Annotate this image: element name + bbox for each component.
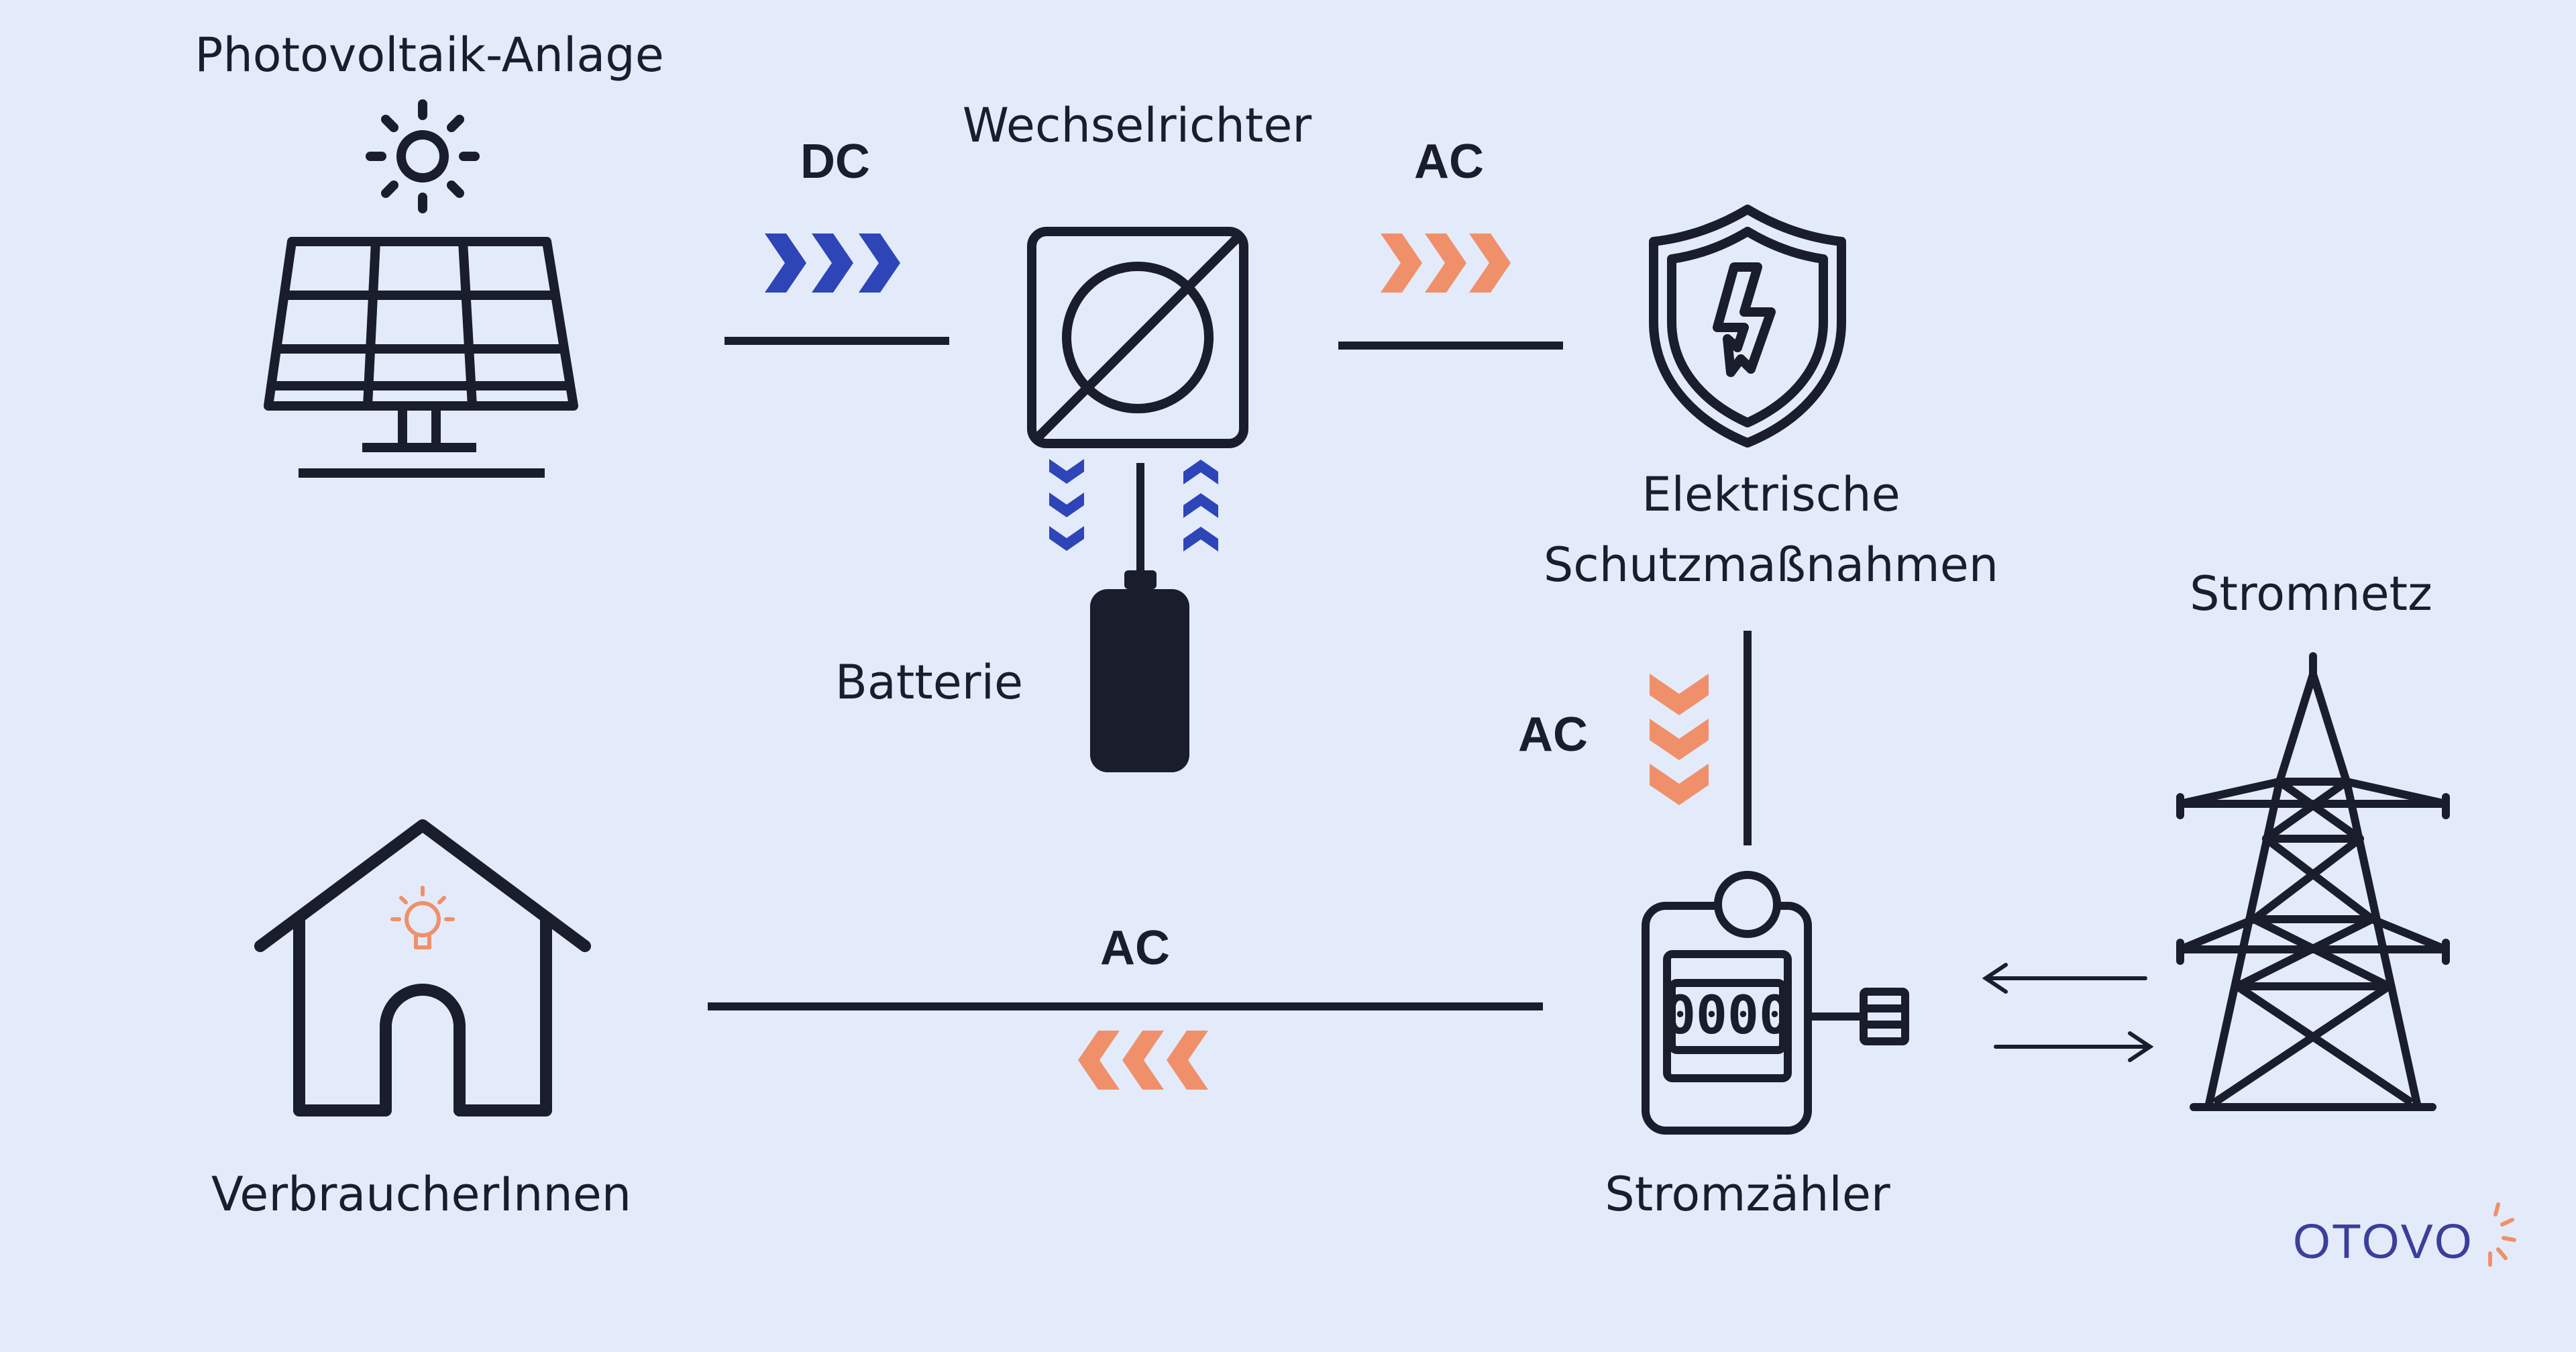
ac-flow-arrows-vertical bbox=[1650, 674, 1709, 805]
ac-flow-arrows-top bbox=[1381, 233, 1511, 293]
power-tower-icon bbox=[2176, 652, 2450, 1111]
sun-icon bbox=[366, 99, 480, 213]
solar-panel-icon bbox=[264, 237, 578, 478]
meter-display: 0000 bbox=[1664, 986, 1790, 1046]
ac-link-label-vertical: AC bbox=[1518, 708, 1588, 762]
grid-exchange-arrows bbox=[1982, 963, 2154, 1062]
lightbulb-icon bbox=[390, 886, 455, 949]
pv-label: Photovoltaik-Anlage bbox=[195, 28, 664, 83]
inverter-icon bbox=[1027, 227, 1248, 448]
shield-lightning-icon bbox=[1649, 205, 1846, 448]
protection-label-line2: Schutzmaßnahmen bbox=[1543, 537, 1999, 592]
meter-label: Stromzähler bbox=[1605, 1167, 1890, 1222]
otovo-logo: OTOVO bbox=[2293, 1215, 2473, 1269]
ac-flow-arrows-bottom bbox=[1078, 1031, 1208, 1090]
battery-label: Batterie bbox=[835, 655, 1024, 710]
grid-label: Stromnetz bbox=[2190, 566, 2432, 621]
inverter-label: Wechselrichter bbox=[962, 98, 1312, 153]
protection-label-line1: Elektrische bbox=[1642, 467, 1900, 522]
battery-icon bbox=[1090, 570, 1189, 772]
dc-flow-arrows bbox=[765, 233, 900, 293]
electricity-meter-icon bbox=[1642, 871, 1909, 1135]
ac-link-label-bottom: AC bbox=[1100, 921, 1170, 975]
battery-charge-arrows bbox=[1049, 459, 1084, 551]
consumers-label: VerbraucherInnen bbox=[211, 1167, 632, 1222]
dc-link-label: DC bbox=[800, 135, 870, 189]
otovo-logo-spark bbox=[2488, 1202, 2516, 1267]
ac-link-label-top: AC bbox=[1414, 135, 1484, 189]
house-icon bbox=[254, 819, 591, 1116]
battery-discharge-arrows bbox=[1183, 460, 1218, 552]
